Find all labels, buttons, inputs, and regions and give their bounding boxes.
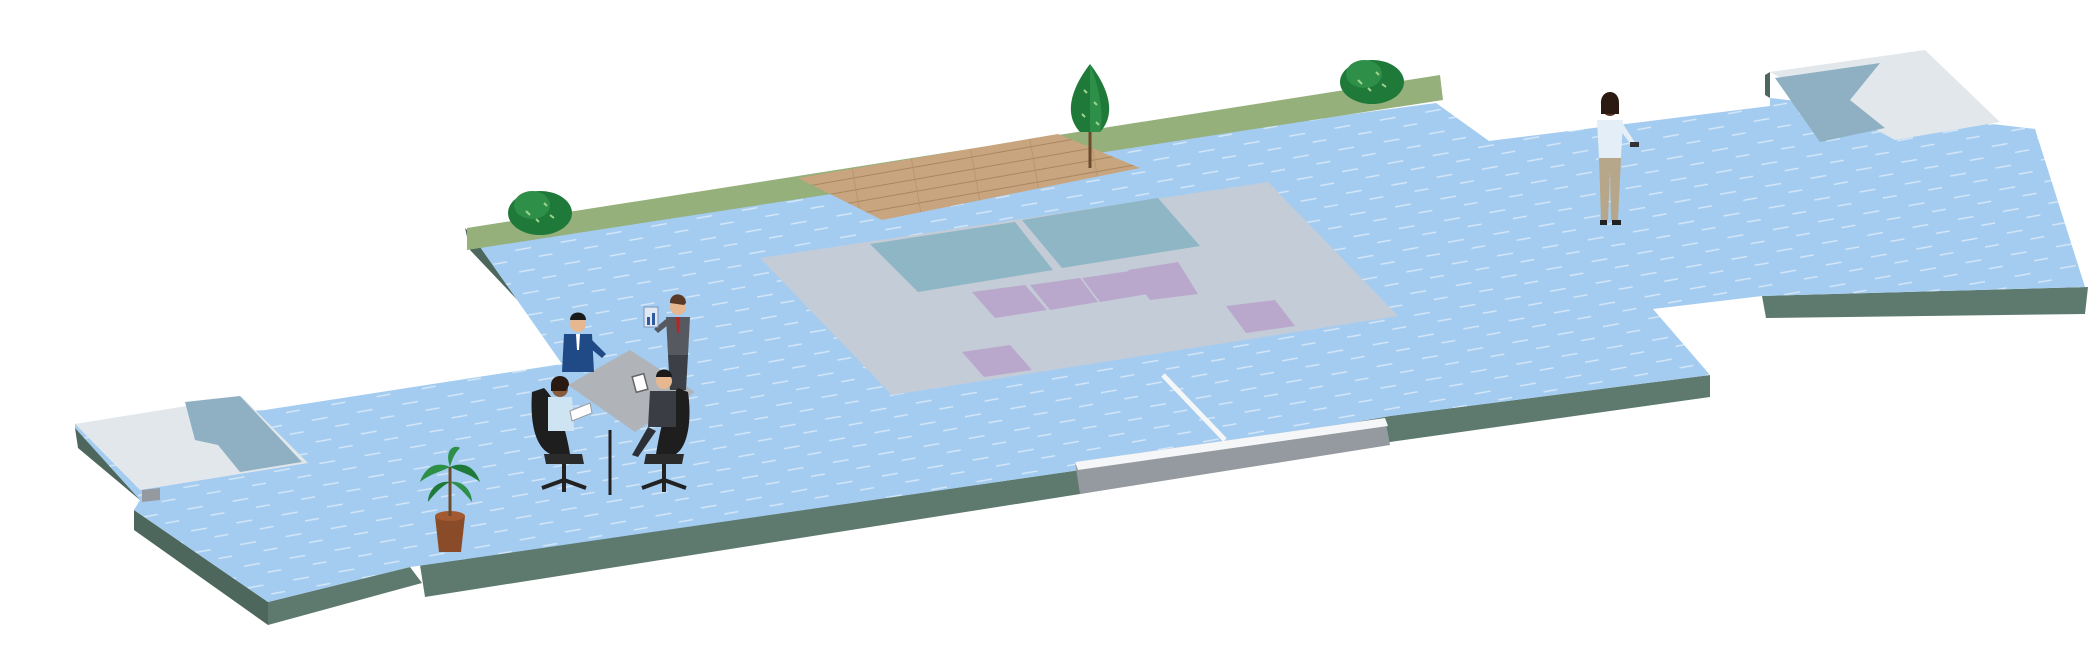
desk-block bbox=[1082, 271, 1148, 302]
pine-tree-icon bbox=[1070, 64, 1110, 168]
table-zone-right bbox=[1022, 198, 1200, 268]
desk-block bbox=[1030, 278, 1098, 310]
wall-divider bbox=[1161, 373, 1227, 442]
stair-area-right bbox=[1765, 50, 2000, 142]
slab-side-right-wing bbox=[1762, 287, 2088, 318]
wood-deck bbox=[798, 134, 1140, 220]
shrub-icon bbox=[508, 191, 572, 235]
wall-top bbox=[1075, 418, 1388, 470]
desk-block bbox=[1226, 300, 1295, 333]
stair-notch-left bbox=[142, 488, 160, 502]
desk-block bbox=[1128, 262, 1198, 300]
stair-void-right bbox=[1775, 63, 1885, 142]
stair-area-left bbox=[75, 396, 308, 502]
standing-woman-icon bbox=[1597, 92, 1639, 225]
table-zone-left bbox=[870, 222, 1053, 292]
seated-man-icon bbox=[631, 369, 676, 457]
office-zone bbox=[760, 182, 1398, 395]
seated-woman-icon bbox=[548, 376, 593, 431]
seated-man-icon bbox=[562, 312, 606, 372]
wall-front bbox=[1075, 418, 1390, 494]
stair-edge-right bbox=[1765, 72, 1770, 98]
slab-side-left-notch bbox=[134, 510, 268, 625]
stair-void-left bbox=[185, 396, 302, 472]
slab-side-left-foot bbox=[268, 567, 422, 625]
partition-wall bbox=[1075, 373, 1390, 494]
desk-block bbox=[972, 285, 1047, 318]
shrub-icon bbox=[1340, 60, 1404, 104]
desk-block bbox=[962, 345, 1032, 377]
slab-side-lower-front bbox=[420, 470, 1080, 597]
presenting-man-icon bbox=[643, 294, 690, 390]
potted-palm-icon bbox=[420, 446, 480, 552]
meeting-group bbox=[531, 294, 695, 495]
